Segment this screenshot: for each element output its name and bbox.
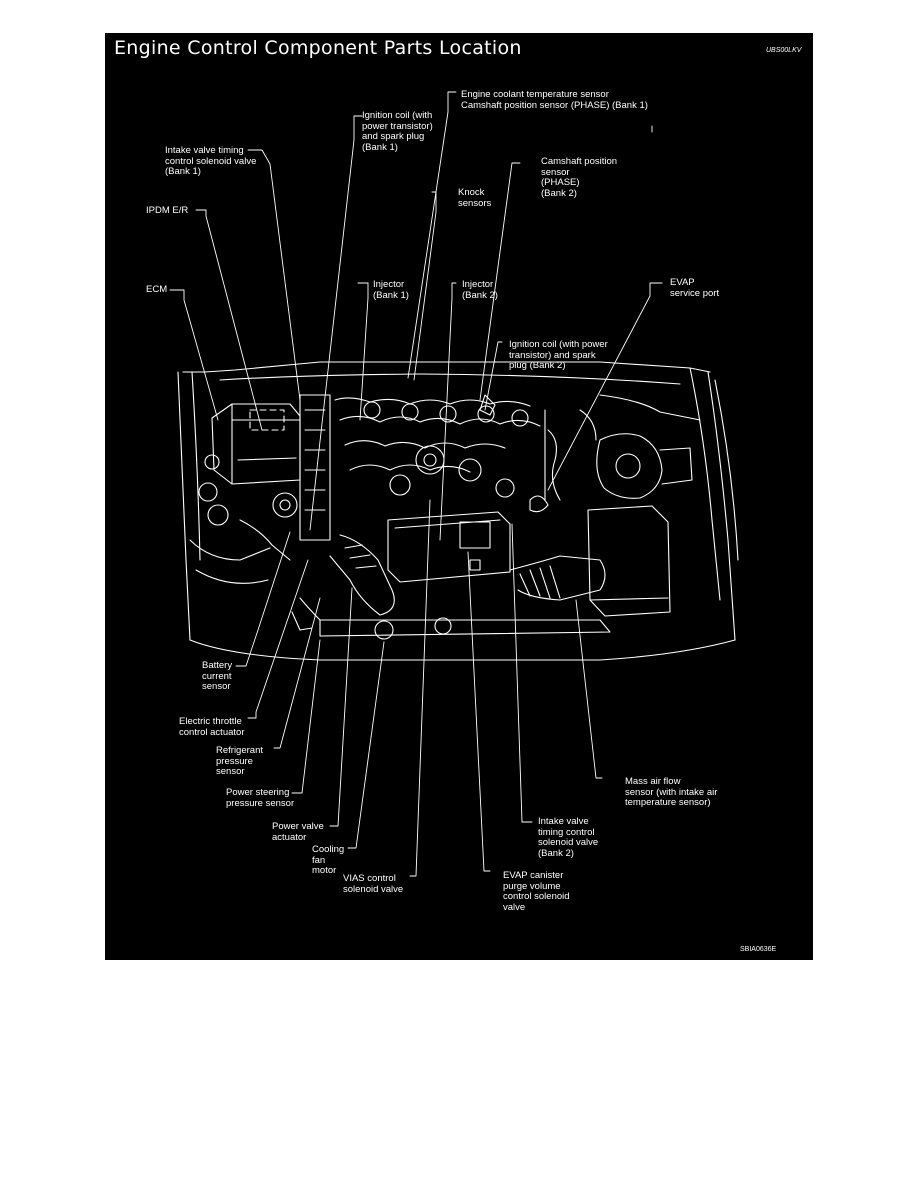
label-evap-service-port: EVAP service port [670,277,720,299]
label-ignition-coil-bank1: Ignition coil (with power transistor) an… [362,110,433,153]
intake-plenum [387,511,511,583]
ecm-ipdm-housing [189,403,301,584]
label-knock-sensors: Knock sensors [458,187,492,209]
label-injector-bank1: Injector (Bank 1) [373,279,409,301]
reference-code: UBS00LKV [766,47,802,54]
label-camshaft-position-sensor-bank2: Camshaft position sensor (PHASE) (Bank 2… [541,156,618,199]
label-ipdm-er: IPDM E/R [146,205,189,216]
label-evap-canister-purge-valve: EVAP canister purge volume control solen… [503,870,570,913]
label-cooling-fan-motor: Cooling fan motor [312,844,345,876]
label-power-valve-actuator: Power valve actuator [272,821,324,843]
label-intake-valve-timing-bank1: Intake valve timing control solenoid val… [165,145,257,177]
label-intake-valve-timing-bank2: Intake valve timing control solenoid val… [538,816,599,859]
vehicle-body-outline [177,361,739,661]
radiator-support [291,597,611,640]
label-ecm: ECM [146,284,168,295]
label-vias-control-solenoid-valve: VIAS control solenoid valve [343,873,404,895]
air-intake-duct [329,534,606,616]
label-power-steering-pressure-sensor: Power steering pressure sensor [226,787,295,809]
label-injector-bank2: Injector (Bank 2) [462,279,498,301]
figure-code: SBIA0636E [740,946,777,953]
battery-air-cleaner [579,394,701,617]
diagram-panel [105,33,813,960]
label-mass-air-flow-sensor: Mass air flow sensor (with intake air te… [625,776,718,808]
leader-lines [169,91,663,877]
diagram-title: Engine Control Component Parts Location [114,37,522,59]
engine-block [299,394,561,541]
label-electric-throttle-control-actuator: Electric throttle control actuator [179,716,245,738]
label-ignition-coil-bank2: Ignition coil (with power transistor) an… [509,339,608,371]
label-engine-coolant-temperature-sensor: Engine coolant temperature sensor Camsha… [461,89,648,111]
label-battery-current-sensor: Battery current sensor [202,660,233,692]
label-refrigerant-pressure-sensor: Refrigerant pressure sensor [216,745,263,777]
